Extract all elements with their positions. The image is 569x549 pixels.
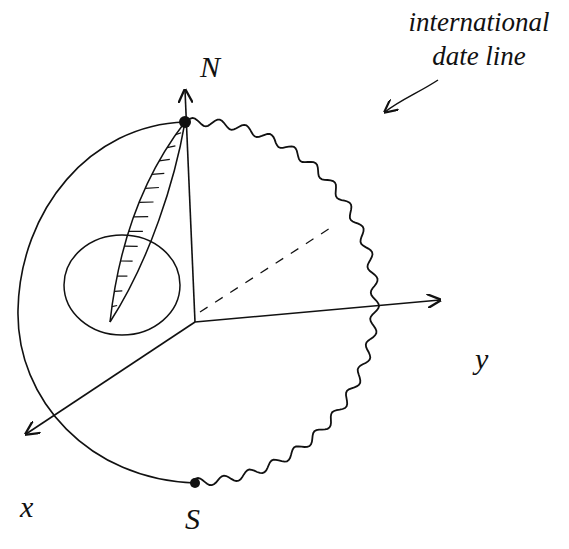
- axis-label: x: [20, 488, 33, 526]
- lune-edge: [110, 122, 185, 322]
- region-circle: [64, 235, 180, 335]
- z-axis: [185, 90, 195, 322]
- date-line: [186, 118, 379, 485]
- date-line-label: international date line: [395, 6, 563, 74]
- south-pole: [190, 478, 200, 488]
- hatch-stroke: [134, 216, 149, 217]
- x-axis: [26, 322, 195, 434]
- hatch-stroke: [114, 290, 122, 292]
- y-axis: [195, 300, 440, 322]
- pole-label: S: [185, 500, 200, 538]
- axis-label: y: [475, 340, 488, 378]
- hatch-stroke: [124, 246, 137, 247]
- hatch-stroke: [145, 187, 159, 189]
- hatch-stroke: [159, 159, 170, 160]
- hatch-stroke: [117, 276, 127, 277]
- dashed-radius: [200, 225, 335, 312]
- hatch-stroke: [167, 146, 175, 148]
- pointer-arrow: [385, 80, 438, 112]
- hatch-stroke: [121, 260, 133, 261]
- pole-label: N: [200, 48, 220, 86]
- lune-hatching: [112, 133, 181, 307]
- hatch-stroke: [129, 231, 143, 232]
- hatch-stroke: [112, 306, 117, 307]
- lune-edge: [110, 122, 185, 322]
- hatch-stroke: [176, 133, 182, 135]
- hatch-stroke: [139, 201, 153, 203]
- sphere-outline: [18, 122, 195, 483]
- hatch-stroke: [152, 173, 164, 174]
